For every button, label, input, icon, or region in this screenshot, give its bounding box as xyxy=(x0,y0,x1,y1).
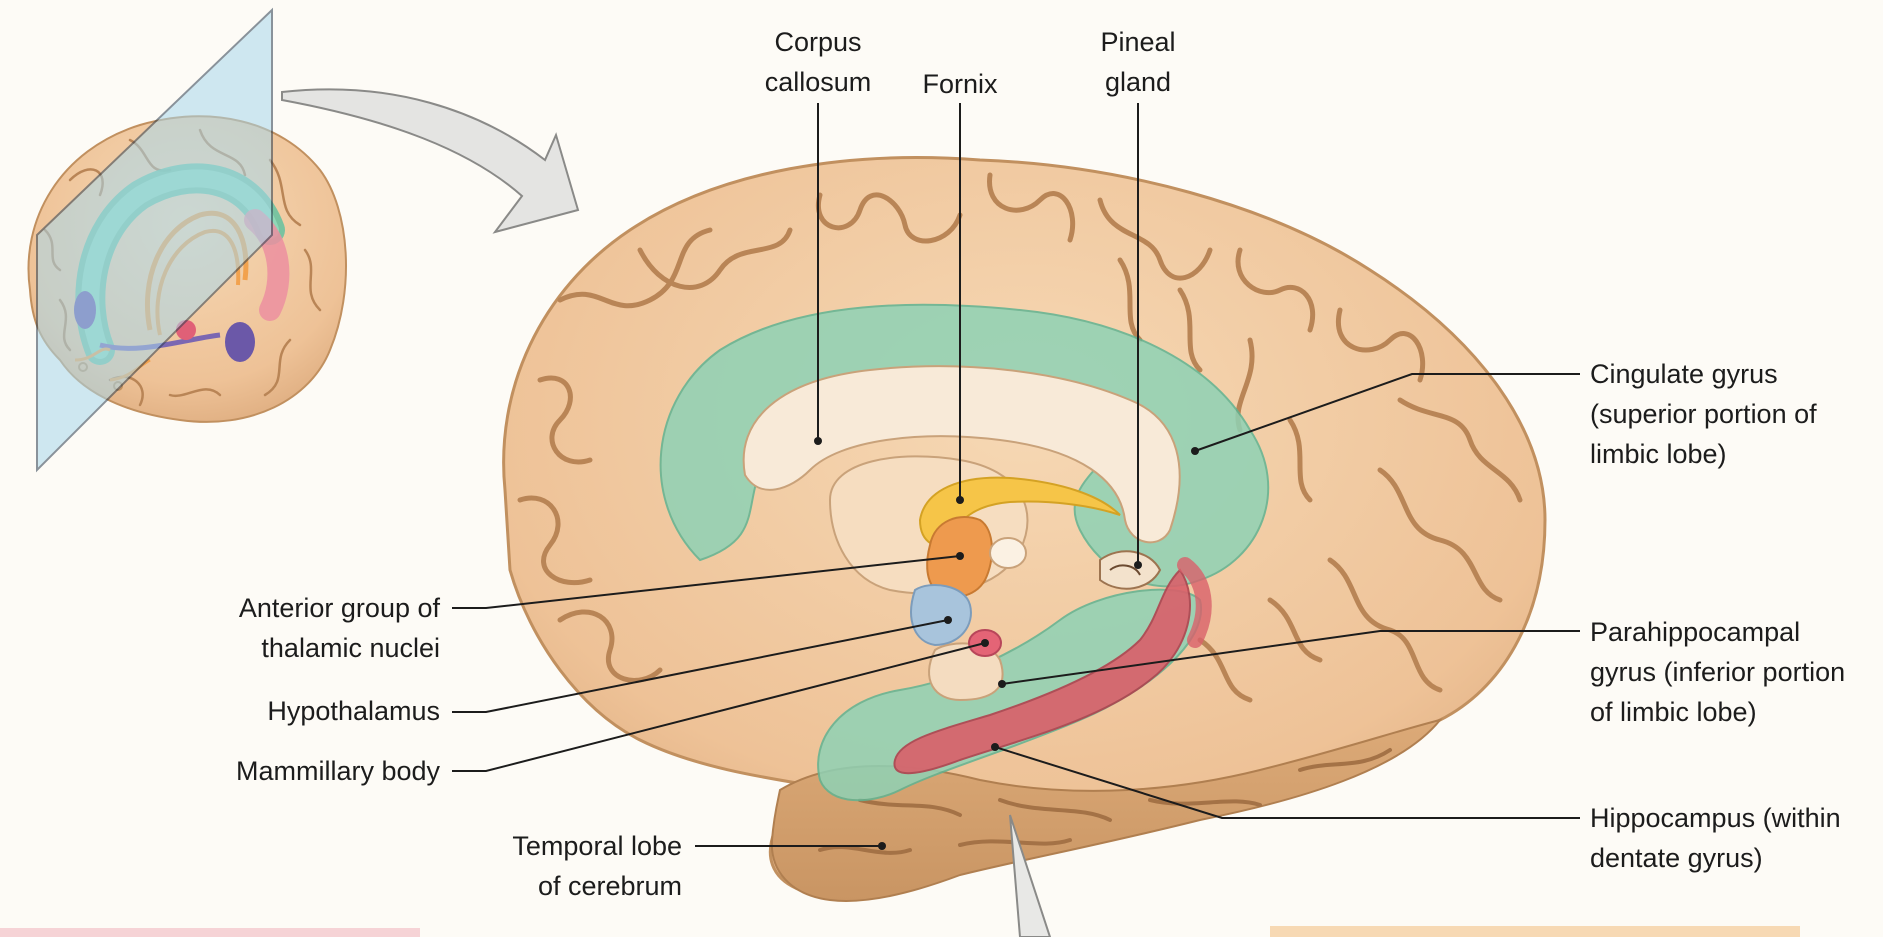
bottom-strip-right xyxy=(1270,926,1800,937)
inset-brain xyxy=(28,10,346,470)
label-mammillary-body: Mammillary body xyxy=(180,751,440,791)
label-fornix: Fornix xyxy=(900,64,1020,104)
bottom-strip-left xyxy=(0,928,420,937)
label-hypothalamus: Hypothalamus xyxy=(180,691,440,731)
main-brain xyxy=(504,158,1545,901)
